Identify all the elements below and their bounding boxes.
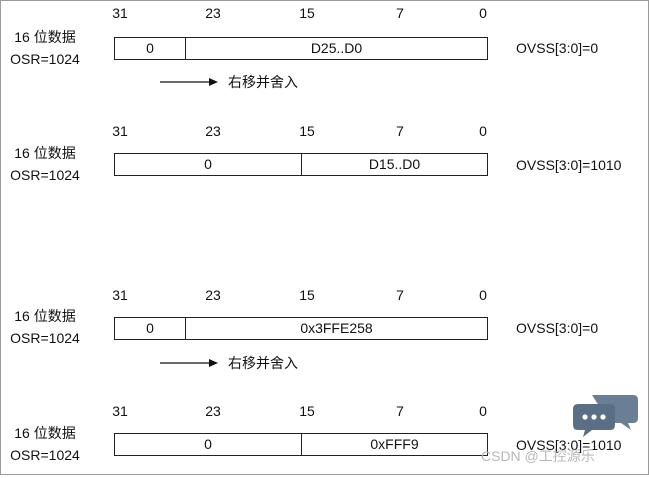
bit-31-label: 31 bbox=[112, 287, 128, 303]
register-field-lower: D25..D0 bbox=[310, 40, 363, 56]
register-block-4: 31 23 15 7 0 16 位数据 OSR=1024 0 0xFFF9 OV… bbox=[0, 398, 649, 478]
data-format-label: 16 位数据 OSR=1024 bbox=[4, 422, 86, 466]
bit-31-label: 31 bbox=[112, 403, 128, 419]
osr-label: OSR=1024 bbox=[10, 167, 80, 183]
register-field-upper: 0 bbox=[115, 434, 302, 455]
ovss-setting: OVSS[3:0]=1010 bbox=[516, 437, 622, 453]
osr-label: OSR=1024 bbox=[10, 51, 80, 67]
bit-15-label: 15 bbox=[299, 5, 315, 21]
bit-23-label: 23 bbox=[205, 5, 221, 21]
bit-23-label: 23 bbox=[205, 287, 221, 303]
bit-7-label: 7 bbox=[396, 123, 404, 139]
bit-7-label: 7 bbox=[396, 5, 404, 21]
bit-23-label: 23 bbox=[205, 123, 221, 139]
watermark: CSDN @工控源乐 bbox=[481, 448, 595, 464]
register-field-upper: 0 bbox=[115, 318, 186, 339]
ovss-setting: OVSS[3:0]=1010 bbox=[516, 157, 622, 173]
data-width-label: 16 位数据 bbox=[14, 29, 76, 45]
data-format-label: 16 位数据 OSR=1024 bbox=[4, 26, 86, 70]
register-bar: 0 0xFFF9 bbox=[114, 433, 488, 456]
register-field-upper: 0 bbox=[115, 154, 302, 175]
ovss-setting: OVSS[3:0]=0 bbox=[516, 40, 599, 56]
data-width-label: 16 位数据 bbox=[14, 145, 76, 161]
shift-round-label: 右移并舍入 bbox=[228, 75, 298, 91]
register-block-3: 31 23 15 7 0 16 位数据 OSR=1024 0 0x3FFE258… bbox=[0, 282, 649, 372]
shift-round-label: 右移并舍入 bbox=[228, 356, 298, 372]
bit-15-label: 15 bbox=[299, 403, 315, 419]
register-field-upper: 0 bbox=[115, 38, 186, 59]
register-block-2: 31 23 15 7 0 16 位数据 OSR=1024 0 D15..D0 O… bbox=[0, 118, 649, 198]
shift-note: 右移并舍入 bbox=[160, 354, 298, 372]
register-bar: 0 D25..D0 bbox=[114, 37, 488, 60]
bit-0-label: 0 bbox=[479, 5, 487, 21]
register-bar: 0 D15..D0 bbox=[114, 153, 488, 176]
bit-15-label: 15 bbox=[299, 123, 315, 139]
chat-bubble-icon[interactable] bbox=[570, 392, 641, 438]
bit-23-label: 23 bbox=[205, 403, 221, 419]
bit-0-label: 0 bbox=[479, 403, 487, 419]
shift-note: 右移并舍入 bbox=[160, 73, 298, 91]
register-field-lower: 0x3FFE258 bbox=[300, 320, 373, 336]
data-format-label: 16 位数据 OSR=1024 bbox=[4, 305, 86, 349]
right-arrow-icon bbox=[160, 359, 218, 367]
register-block-1: 31 23 15 7 0 16 位数据 OSR=1024 0 D25..D0 O… bbox=[0, 0, 649, 91]
osr-label: OSR=1024 bbox=[10, 447, 80, 463]
bit-31-label: 31 bbox=[112, 5, 128, 21]
osr-label: OSR=1024 bbox=[10, 330, 80, 346]
register-field-lower: 0xFFF9 bbox=[370, 436, 419, 452]
bit-0-label: 0 bbox=[479, 287, 487, 303]
ovss-setting: OVSS[3:0]=0 bbox=[516, 320, 599, 336]
bit-7-label: 7 bbox=[396, 403, 404, 419]
register-field-lower: D15..D0 bbox=[368, 156, 421, 172]
register-bar: 0 0x3FFE258 bbox=[114, 317, 488, 340]
data-width-label: 16 位数据 bbox=[14, 308, 76, 324]
right-arrow-icon bbox=[160, 78, 218, 86]
bit-15-label: 15 bbox=[299, 287, 315, 303]
bit-31-label: 31 bbox=[112, 123, 128, 139]
bit-0-label: 0 bbox=[479, 123, 487, 139]
bit-7-label: 7 bbox=[396, 287, 404, 303]
data-width-label: 16 位数据 bbox=[14, 425, 76, 441]
data-format-label: 16 位数据 OSR=1024 bbox=[4, 142, 86, 186]
